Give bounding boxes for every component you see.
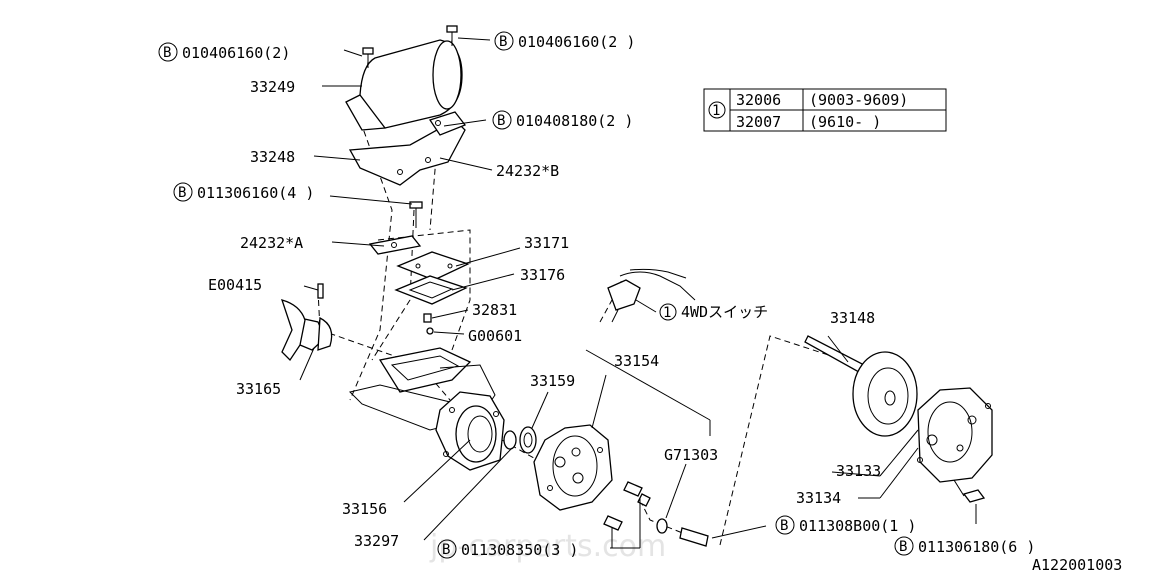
label-33248: 33248 — [250, 148, 295, 166]
fork-33165 — [280, 299, 333, 362]
pin-e00415 — [317, 283, 324, 299]
solenoid-33249 — [345, 25, 463, 131]
bolt-callout-5: B 011308B00(1 ) — [775, 515, 916, 535]
legend-marker-circle — [708, 101, 726, 119]
bolts-bottom — [603, 481, 709, 547]
bolt-marker: B — [899, 539, 907, 555]
label-33176: 33176 — [520, 266, 565, 284]
flange-33156 — [435, 391, 505, 471]
legend-part-2: 32007 — [736, 113, 781, 131]
label-33171: 33171 — [524, 234, 569, 252]
label-33148: 33148 — [830, 309, 875, 327]
gasket-33176 — [394, 275, 468, 305]
legend-range-1: (9003-9609) — [809, 91, 908, 109]
bolt-callout-2: B 010406160(2 ) — [494, 31, 635, 51]
label-33134: 33134 — [796, 489, 841, 507]
diagram-id: A122001003 — [1032, 556, 1122, 574]
label-33249: 33249 — [250, 78, 295, 96]
label-33154: 33154 — [614, 352, 659, 370]
bolt-marker: B — [497, 113, 505, 129]
plug-32831 — [423, 313, 432, 323]
bolt-code-4: 011306160(4 ) — [197, 184, 314, 202]
label-24232b: 24232*B — [496, 162, 559, 180]
bolt-marker: B — [178, 185, 186, 201]
seal-33297 — [503, 430, 517, 450]
label-33159: 33159 — [530, 372, 575, 390]
switch-marker-circle — [659, 303, 677, 321]
bracket-33248 — [348, 111, 467, 186]
label-24232a: 24232*A — [240, 234, 303, 252]
label-g00601: G00601 — [468, 327, 522, 345]
watermark: jp-carparts.com — [429, 529, 666, 564]
cover-33133 — [917, 387, 993, 483]
bolt-marker: B — [442, 542, 450, 558]
legend-range-2: (9610- ) — [809, 113, 881, 131]
cover-33171 — [396, 251, 470, 281]
leader-lines — [299, 37, 977, 549]
bolt-marker: B — [499, 34, 507, 50]
label-g71303: G71303 — [664, 446, 718, 464]
bolt-code-3: 010408180(2 ) — [516, 112, 633, 130]
switch-4wd — [607, 268, 696, 323]
cover-33154 — [533, 424, 613, 511]
label-33297: 33297 — [354, 532, 399, 550]
bolt-011306180 — [953, 479, 986, 503]
bolt-code-1: 010406160(2) — [182, 44, 290, 62]
legend-table: 1 32006 (9003-9609) 32007 (9610- ) — [703, 88, 947, 132]
label-33165: 33165 — [236, 380, 281, 398]
bushing-33159 — [519, 426, 537, 454]
ball-g00601 — [426, 327, 434, 335]
gasket-24232a — [368, 235, 422, 255]
bolt-marker: B — [163, 45, 171, 61]
label-33133: 33133 — [836, 462, 881, 480]
bolt-callout-3: B 010408180(2 ) — [492, 110, 633, 130]
bolt-callout-4: B 011306160(4 ) — [173, 182, 314, 202]
legend-marker: 1 — [712, 103, 720, 119]
bolt-code-7: 011308350(3 ) — [461, 541, 578, 559]
legend-part-1: 32006 — [736, 91, 781, 109]
bolt-marker: B — [780, 518, 788, 534]
bolt-011306160 — [409, 201, 423, 228]
bolt-code-6: 011306180(6 ) — [918, 538, 1035, 556]
bolt-callout-6: B 011306180(6 ) — [894, 536, 1035, 556]
label-4wd-switch: 4WDスイッチ — [681, 303, 768, 321]
bolt-code-2: 010406160(2 ) — [518, 33, 635, 51]
bolt-callout-7: B 011308350(3 ) — [437, 539, 578, 559]
label-32831: 32831 — [472, 301, 517, 319]
switch-marker: 1 — [663, 305, 671, 321]
label-33156: 33156 — [342, 500, 387, 518]
bolt-code-5: 011308B00(1 ) — [799, 517, 916, 535]
bolt-callout-1: B 010406160(2) — [158, 42, 290, 62]
label-e00415: E00415 — [208, 276, 262, 294]
shaft-33148 — [804, 335, 918, 437]
